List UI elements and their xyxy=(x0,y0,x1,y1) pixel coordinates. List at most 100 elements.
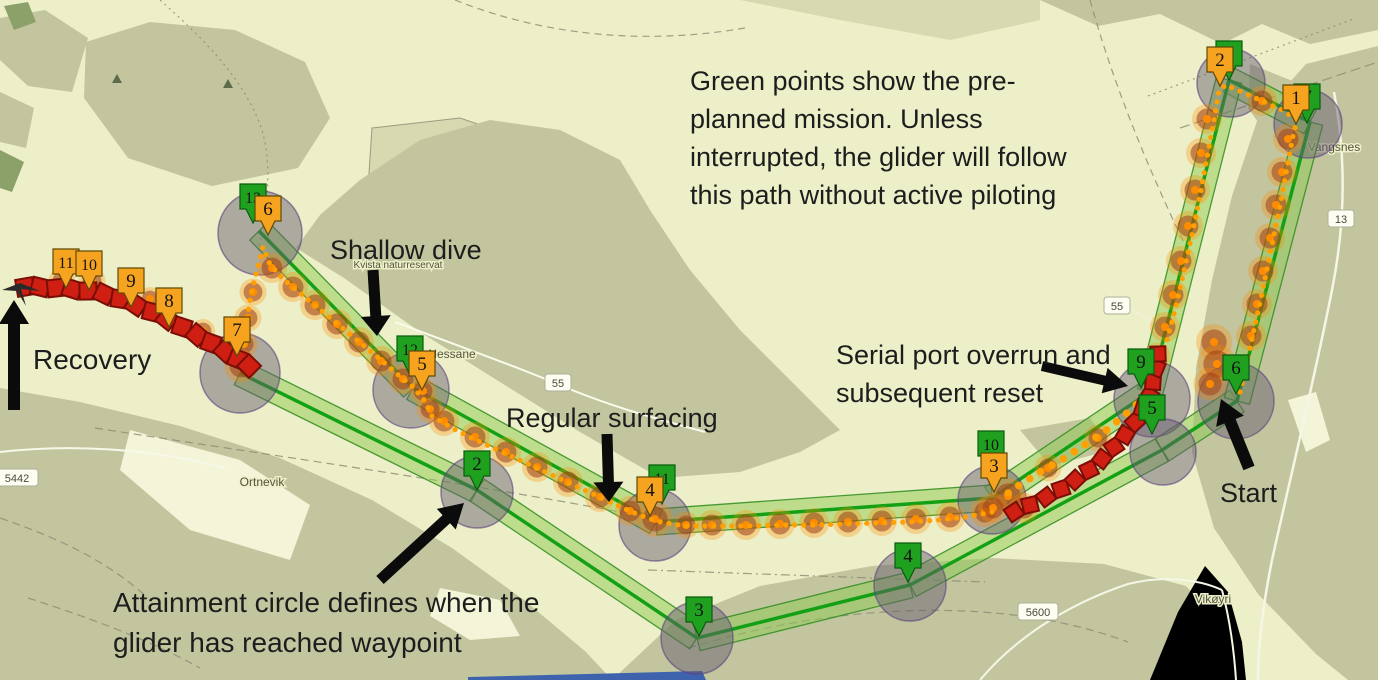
surfacing-core xyxy=(1191,186,1199,194)
track-dot xyxy=(1175,293,1181,299)
surfacing-point xyxy=(935,502,965,532)
regular-surfacing-arrow xyxy=(593,433,624,502)
track-dot xyxy=(1278,195,1285,202)
track-dot xyxy=(1081,440,1089,449)
track-dot xyxy=(1277,204,1283,210)
track-dot xyxy=(657,519,663,525)
map-place-label: Kvista naturreservat xyxy=(354,260,443,271)
road xyxy=(1221,589,1237,680)
track-dot xyxy=(927,517,933,524)
surfacing-core xyxy=(1278,168,1286,176)
track-dot xyxy=(421,397,427,403)
track-dot xyxy=(599,495,605,501)
track-dot xyxy=(756,523,762,529)
waypoint-pin-orange[interactable]: 10 xyxy=(75,250,103,292)
track-dot xyxy=(648,516,655,522)
track-dot xyxy=(1203,161,1209,167)
abort-track-square xyxy=(1090,447,1114,471)
waypoint-pin-orange-number: 3 xyxy=(989,456,999,477)
track-dot xyxy=(1290,133,1296,140)
waypoint-pin-orange[interactable]: 7 xyxy=(223,316,251,358)
waypoint-pin-orange-shape xyxy=(223,316,251,358)
track-dot xyxy=(882,520,888,526)
waypoint-pin-orange[interactable]: 2 xyxy=(1206,46,1234,88)
waypoint-pin-green-shape xyxy=(1138,394,1166,436)
waypoint-pin-orange[interactable]: 9 xyxy=(117,267,145,309)
surfacing-point xyxy=(1267,157,1297,187)
waypoint-pin-green-number: 3 xyxy=(694,600,704,621)
track-dot xyxy=(1173,302,1179,308)
surfacing-point xyxy=(1034,454,1062,482)
track-dot xyxy=(1164,337,1170,343)
track-dot xyxy=(837,521,843,527)
surfacing-core xyxy=(1184,222,1192,230)
track-dot xyxy=(402,377,408,384)
annotation-start: Start xyxy=(1220,478,1278,508)
waypoint-pin-green[interactable]: 2 xyxy=(463,450,491,492)
road-badge-box xyxy=(544,373,572,392)
track-dot xyxy=(1245,92,1251,98)
track-dot xyxy=(1257,301,1263,307)
trail-dashed xyxy=(1147,17,1357,97)
track-dot xyxy=(792,522,798,528)
track-dot xyxy=(1092,433,1100,442)
track-dot xyxy=(1262,99,1268,105)
road-badge-text: 5442 xyxy=(5,473,29,485)
track-dot xyxy=(1253,319,1259,325)
track-dot xyxy=(260,245,266,251)
waypoint-pin-orange-number: 11 xyxy=(58,255,73,272)
annotation-shallow_dive: Shallow dive xyxy=(330,235,482,265)
surfacing-point xyxy=(460,422,490,452)
waypoint-pin-green[interactable]: 3 xyxy=(685,596,713,638)
track-dot xyxy=(1211,117,1217,123)
track-dot xyxy=(1270,103,1276,109)
track-dot xyxy=(468,435,474,441)
track-dot xyxy=(1102,426,1111,434)
waypoint-pin-orange[interactable]: 5 xyxy=(408,350,436,392)
shallow-dive-arrow xyxy=(360,269,391,336)
waypoint-pin-green[interactable]: 4 xyxy=(894,542,922,584)
track-dot xyxy=(375,354,381,360)
track-dot xyxy=(1292,125,1298,131)
map-place-label: Vikøyri xyxy=(1195,592,1231,606)
surfacing-point xyxy=(1192,104,1222,134)
waypoint-pin-orange-number: 10 xyxy=(81,257,97,274)
water-strip xyxy=(468,671,706,680)
track-dot xyxy=(319,308,325,314)
track-dot xyxy=(1260,283,1266,290)
track-dot xyxy=(542,469,548,475)
waypoint-pin-green-shape xyxy=(463,450,491,492)
waypoint-pin-orange-shape xyxy=(980,452,1008,494)
waypoint-pin-green-shape xyxy=(685,596,713,638)
track-dot xyxy=(1262,275,1268,281)
waypoint-pin-orange[interactable]: 8 xyxy=(155,287,183,329)
road xyxy=(979,578,1223,680)
waypoint-pin-orange[interactable]: 3 xyxy=(980,452,1008,494)
road-badge-text: 55 xyxy=(1111,301,1123,313)
track-dot xyxy=(1191,223,1197,229)
surfacing-point xyxy=(637,501,673,537)
track-dot xyxy=(747,523,753,529)
trail-dashed xyxy=(454,0,746,37)
terrain-patch xyxy=(0,150,24,192)
terrain-patch xyxy=(296,120,840,478)
waypoint-pin-green[interactable]: 5 xyxy=(1138,394,1166,436)
track-dot xyxy=(1206,143,1212,149)
track-dot xyxy=(846,521,852,527)
waypoint-pin-green[interactable]: 9 xyxy=(1127,348,1155,390)
track-dot xyxy=(720,523,726,529)
terrain-patch xyxy=(4,2,36,30)
planned-path-line xyxy=(476,488,698,640)
waypoint-pin-orange-shape xyxy=(1282,84,1310,126)
annotation-regular_surfacing: Regular surfacing xyxy=(506,403,718,433)
waypoint-pin-orange[interactable]: 6 xyxy=(254,195,282,237)
road-badge-text: 55 xyxy=(552,378,564,390)
waypoint-pin-orange[interactable]: 4 xyxy=(636,476,664,518)
track-dot xyxy=(1273,222,1279,228)
planned-path-line xyxy=(991,390,1151,500)
track-dot xyxy=(1215,90,1222,96)
waypoint-pin-orange[interactable]: 1 xyxy=(1282,84,1310,126)
waypoint-pin-green[interactable]: 6 xyxy=(1222,354,1250,396)
surfacing-point xyxy=(1193,367,1227,401)
surfacing-core xyxy=(1203,115,1211,123)
